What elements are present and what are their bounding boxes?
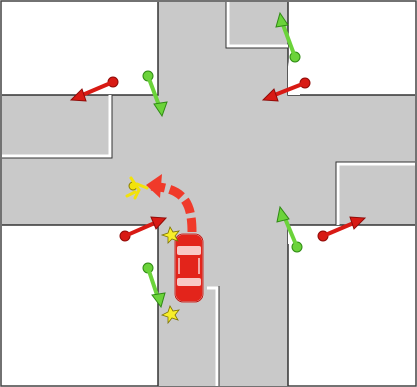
impact-star-icon bbox=[160, 226, 180, 244]
red-stop-arrow-icon bbox=[261, 77, 311, 102]
curved-left-turn-arrow-icon bbox=[146, 174, 162, 198]
green-go-arrow-icon bbox=[142, 262, 166, 309]
impact-star-icon bbox=[160, 305, 180, 325]
left-turn-path bbox=[146, 174, 197, 233]
green-go-arrow-icon bbox=[275, 11, 301, 63]
red-stop-arrow-icon bbox=[317, 216, 367, 242]
green-go-arrow-icon bbox=[142, 70, 168, 118]
red-stop-arrow-icon bbox=[69, 76, 119, 102]
green-go-arrow-icon bbox=[276, 205, 303, 253]
east-west-road bbox=[2, 95, 415, 225]
car-top-view-icon bbox=[174, 233, 204, 303]
red-stop-arrow-icon bbox=[119, 216, 168, 242]
pedestrian-icon bbox=[125, 176, 149, 200]
